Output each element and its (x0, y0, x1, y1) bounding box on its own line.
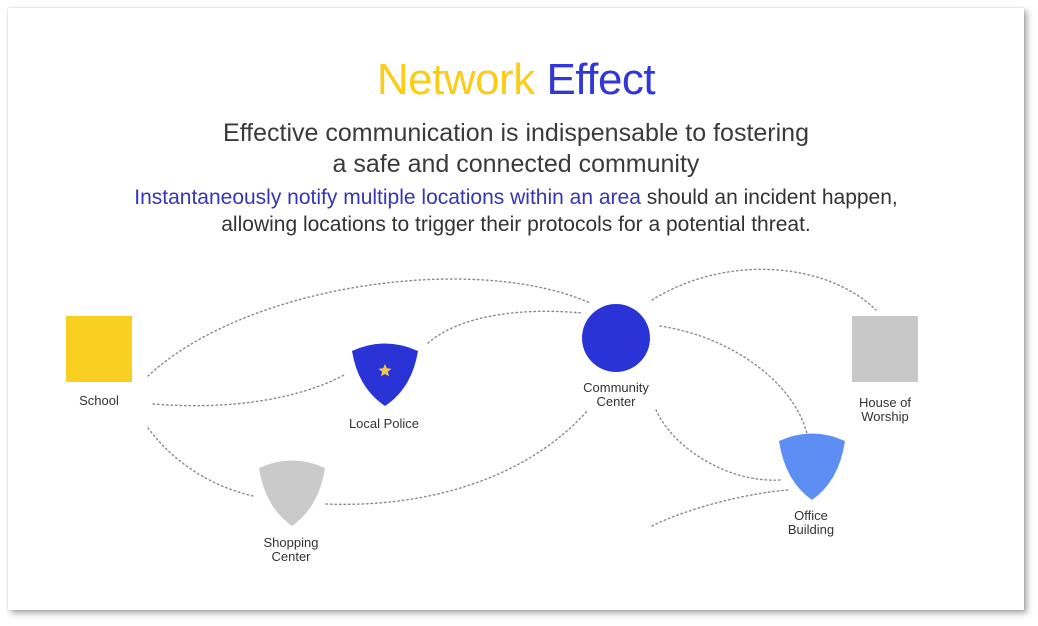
house-of-worship-icon (852, 316, 918, 382)
description: Instantaneously notify multiple location… (8, 184, 1024, 238)
label-office-line-2: Building (787, 522, 835, 537)
connector-school-shopping (147, 427, 254, 497)
description-highlight: Instantaneously notify multiple location… (134, 186, 641, 209)
label-house-of-worship: House of Worship (825, 396, 945, 424)
subtitle-line-1: Effective communication is indispensable… (223, 119, 809, 147)
subtitle: Effective communication is indispensable… (8, 118, 1024, 180)
connector-community-office (659, 325, 809, 439)
connector-shopping-community (325, 409, 589, 506)
label-local-police-text: Local Police (348, 416, 420, 431)
title-word-effect: Effect (546, 55, 656, 104)
police-shield-icon (352, 343, 418, 406)
connector-office-offscreen (651, 489, 789, 527)
label-shopping-center: Shopping Center (231, 536, 351, 564)
office-shield-icon (779, 433, 845, 500)
school-icon (66, 316, 132, 382)
label-office-building: Office Building (751, 509, 871, 537)
shopping-shield-icon (259, 460, 325, 526)
label-community-center: Community Center (556, 381, 676, 409)
connector-community-worship (651, 268, 877, 311)
description-line-2: allowing locations to trigger their prot… (221, 213, 811, 236)
label-school: School (39, 394, 159, 408)
slide-title: Network Effect (8, 54, 1024, 106)
connector-school-police (152, 373, 347, 407)
label-community-line-2: Center (596, 394, 636, 409)
connector-school-community (147, 278, 591, 377)
label-worship-line-2: Worship (861, 409, 909, 424)
description-line-1: Instantaneously notify multiple location… (8, 184, 1024, 211)
subtitle-line-2: a safe and connected community (332, 150, 700, 178)
connector-police-community (427, 310, 583, 344)
star-icon (378, 364, 392, 377)
network-diagram (66, 268, 918, 527)
label-community-line-1: Community (583, 380, 649, 395)
slide: Network Effect Effective communication i… (8, 8, 1024, 610)
label-office-line-1: Office (794, 508, 828, 523)
label-shopping-line-2: Center (271, 549, 311, 564)
label-local-police: Local Police (324, 417, 444, 431)
community-center-icon (582, 304, 650, 372)
label-school-text: School (79, 393, 119, 408)
label-worship-line-1: House of (858, 395, 912, 410)
connectors (147, 268, 877, 527)
label-shopping-line-1: Shopping (263, 535, 319, 550)
connector-community-office-lower (655, 409, 781, 481)
title-word-network: Network (376, 55, 535, 104)
description-rest: should an incident happen, (640, 186, 898, 209)
